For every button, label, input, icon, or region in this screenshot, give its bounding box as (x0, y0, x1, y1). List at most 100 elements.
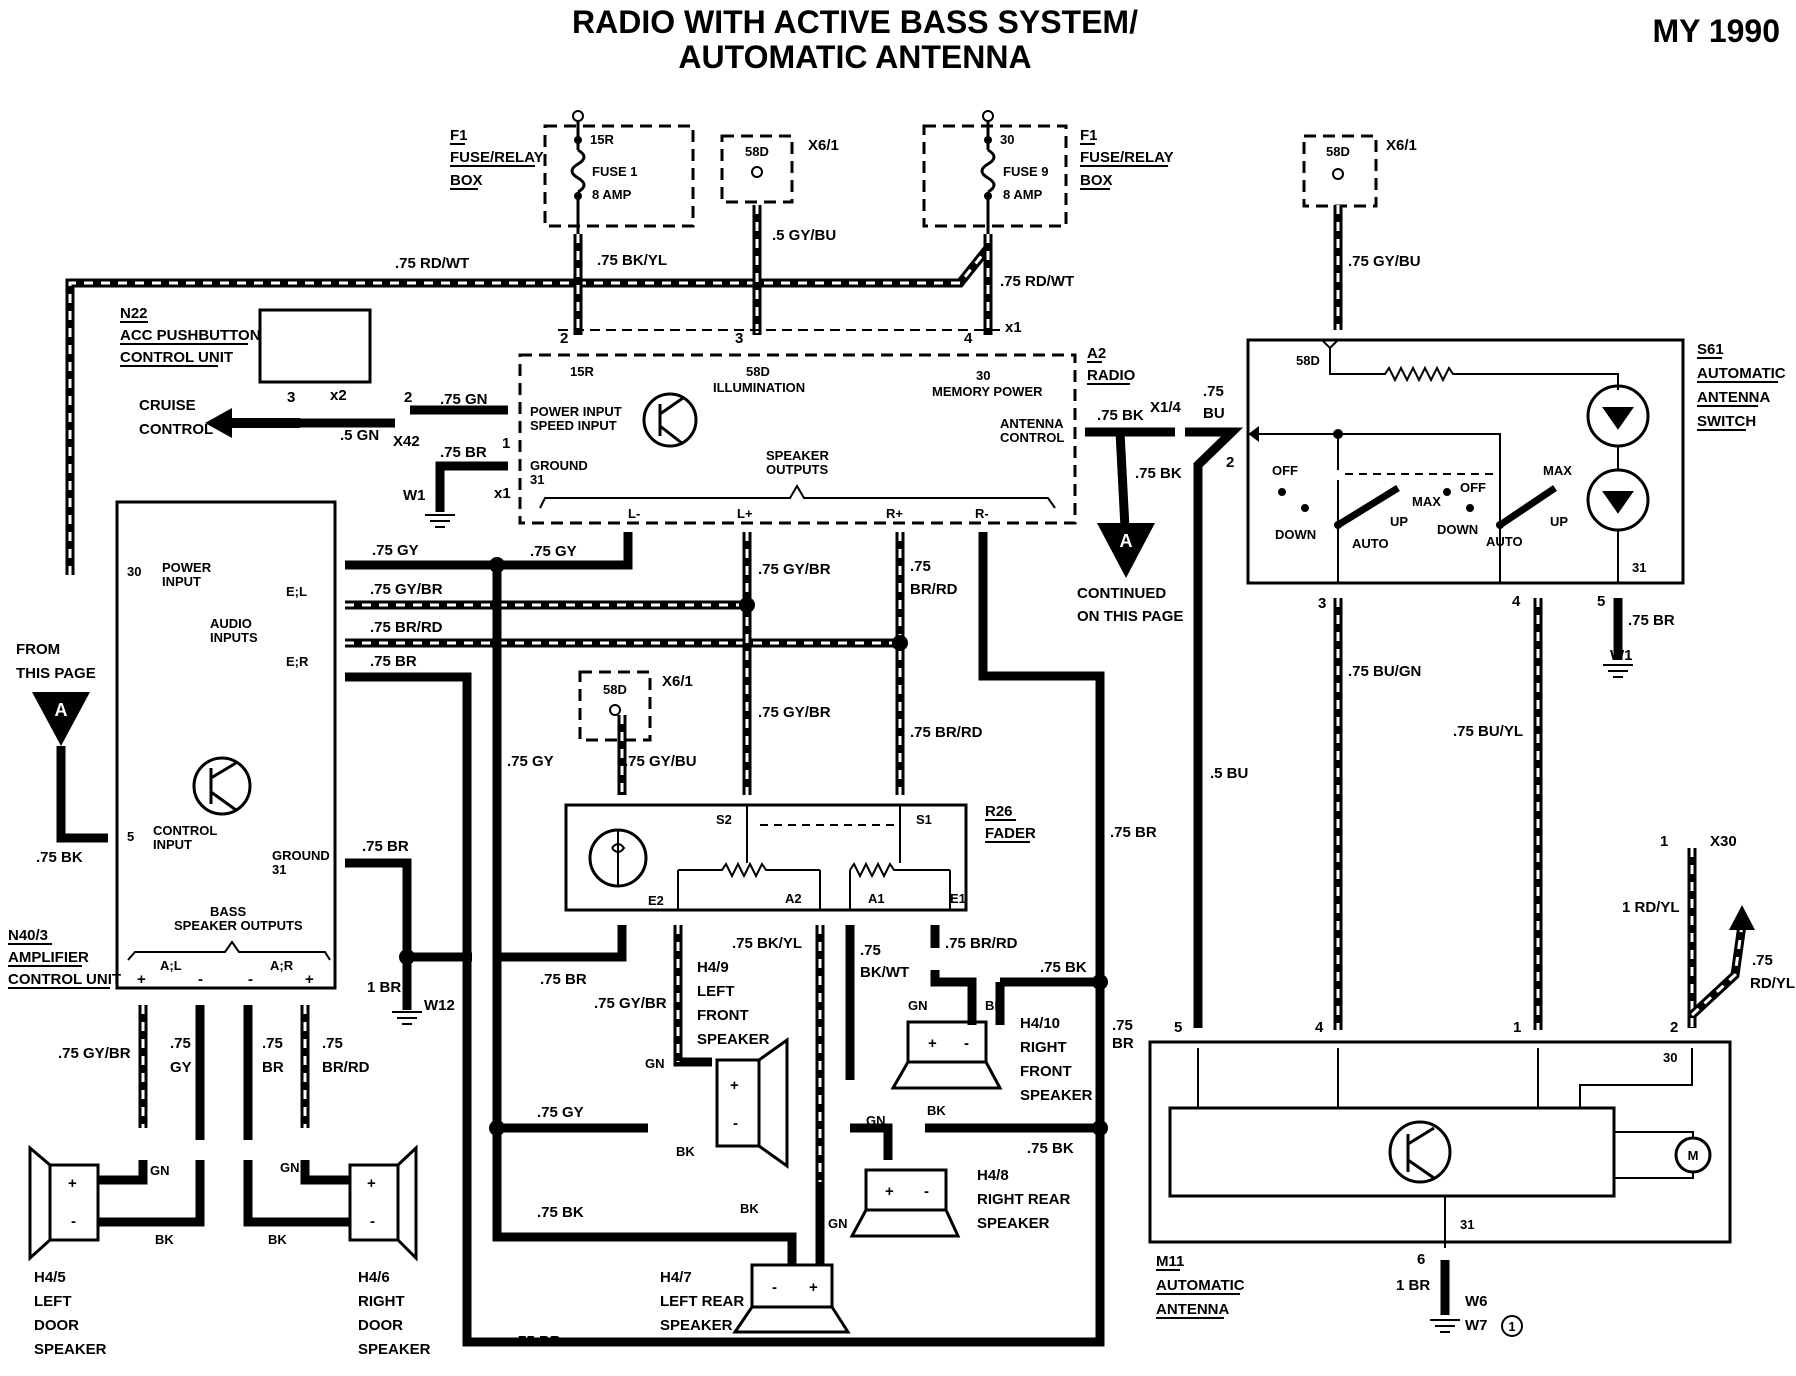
svg-text:ILLUMINATION: ILLUMINATION (713, 380, 805, 395)
svg-text:CONTROL: CONTROL (1000, 430, 1064, 445)
svg-text:BR: BR (262, 1059, 284, 1076)
svg-text:W7: W7 (1465, 1317, 1488, 1334)
svg-text:.5 GY/BU: .5 GY/BU (772, 227, 836, 244)
svg-text:FUSE 1: FUSE 1 (592, 164, 638, 179)
svg-text:.75 BR: .75 BR (370, 653, 417, 670)
svg-text:SPEAKER: SPEAKER (697, 1031, 770, 1048)
svg-text:2: 2 (1670, 1019, 1678, 1036)
svg-text:DOOR: DOOR (358, 1317, 403, 1334)
svg-text:3: 3 (735, 330, 743, 347)
svg-text:H4/5: H4/5 (34, 1269, 66, 1286)
svg-text:ACC PUSHBUTTON: ACC PUSHBUTTON (120, 327, 261, 344)
ground-w1-switch (1603, 664, 1633, 678)
svg-text:AUTO: AUTO (1352, 536, 1389, 551)
radio-id: A2 (1087, 345, 1106, 362)
x6-radio-connector: 58D X6/1 (720, 134, 839, 204)
svg-text:X6/1: X6/1 (1386, 137, 1417, 154)
svg-text:.5 BU: .5 BU (1210, 765, 1248, 782)
svg-text:POWER INPUT: POWER INPUT (530, 404, 622, 419)
svg-text:.75 BR/RD: .75 BR/RD (910, 724, 983, 741)
svg-text:H4/7: H4/7 (660, 1269, 692, 1286)
svg-text:+: + (305, 971, 314, 988)
svg-text:.75 BR: .75 BR (514, 1333, 561, 1350)
svg-text:BASS: BASS (210, 904, 246, 919)
radio-name: RADIO (1087, 367, 1136, 384)
svg-text:.75: .75 (170, 1035, 191, 1052)
svg-text:.75: .75 (322, 1035, 343, 1052)
svg-text:H4/8: H4/8 (977, 1167, 1009, 1184)
title-line2: AUTOMATIC ANTENNA (678, 39, 1031, 75)
svg-text:GROUND: GROUND (272, 848, 330, 863)
svg-text:INPUT: INPUT (162, 574, 201, 589)
svg-text:31: 31 (272, 862, 286, 877)
svg-text:FUSE/RELAY: FUSE/RELAY (450, 149, 544, 166)
svg-text:BOX: BOX (1080, 172, 1113, 189)
svg-text:1: 1 (1513, 1019, 1521, 1036)
svg-text:CONTINUED: CONTINUED (1077, 585, 1166, 602)
amp-door-wires (138, 1005, 310, 1140)
svg-text:.75 RD/WT: .75 RD/WT (395, 255, 469, 272)
svg-text:.75 BK: .75 BK (1040, 959, 1087, 976)
svg-text:58D: 58D (1296, 353, 1320, 368)
svg-text:2: 2 (1226, 454, 1234, 471)
svg-text:1: 1 (1660, 833, 1668, 850)
ground-w12 (392, 1011, 422, 1025)
svg-text:+: + (367, 1175, 376, 1192)
svg-text:+: + (730, 1077, 739, 1094)
svg-text:MEMORY POWER: MEMORY POWER (932, 384, 1043, 399)
continued-a-marker (1097, 523, 1155, 578)
svg-text:BK: BK (676, 1144, 695, 1159)
speaker-h4-8: + - GN BK (849, 1103, 961, 1238)
svg-text:30: 30 (976, 368, 990, 383)
svg-text:GROUND: GROUND (530, 458, 588, 473)
svg-text:E;L: E;L (286, 584, 307, 599)
svg-text:4: 4 (1512, 593, 1521, 610)
svg-text:5: 5 (1174, 1019, 1182, 1036)
svg-text:BK/WT: BK/WT (860, 964, 909, 981)
speaker-h4-7: - + BK GN (732, 1201, 851, 1334)
svg-text:.75 BR: .75 BR (540, 971, 587, 988)
svg-text:.75: .75 (860, 942, 881, 959)
motor-symbol: M (1688, 1148, 1699, 1163)
svg-text:M11: M11 (1156, 1253, 1184, 1270)
svg-text:31: 31 (1460, 1217, 1474, 1232)
svg-text:GN: GN (908, 998, 928, 1013)
svg-text:.75 GY: .75 GY (507, 753, 554, 770)
svg-text:MAX: MAX (1412, 494, 1441, 509)
svg-text:A;R: A;R (270, 958, 294, 973)
svg-text:.75 BR: .75 BR (362, 838, 409, 855)
svg-text:FROM: FROM (16, 641, 60, 658)
svg-text:L-: L- (628, 506, 640, 521)
model-year: MY 1990 (1653, 13, 1781, 49)
svg-text:.75 BU/GN: .75 BU/GN (1348, 663, 1421, 680)
speaker-h4-5: + - GN BK (28, 1144, 205, 1262)
svg-text:GN: GN (828, 1216, 848, 1231)
svg-text:RD/YL: RD/YL (1750, 975, 1795, 992)
from-a-marker (32, 692, 90, 746)
svg-text:POWER: POWER (162, 560, 212, 575)
footnote-marker: 1 (1508, 1319, 1515, 1334)
svg-text:15R: 15R (590, 132, 614, 147)
svg-text:.75: .75 (1112, 1017, 1133, 1034)
svg-text:W12: W12 (424, 997, 455, 1014)
x6-fader-connector: 58D X6/1 (578, 670, 693, 742)
svg-text:.75 GY: .75 GY (530, 543, 577, 560)
svg-text:58D: 58D (603, 682, 627, 697)
svg-text:.75 BR: .75 BR (1110, 824, 1157, 841)
svg-text:DOOR: DOOR (34, 1317, 79, 1334)
svg-text:SPEAKER: SPEAKER (766, 448, 829, 463)
svg-text:31: 31 (1632, 560, 1646, 575)
svg-text:-: - (370, 1213, 375, 1230)
svg-text:3: 3 (1318, 595, 1326, 612)
svg-text:ANTENNA: ANTENNA (1000, 416, 1064, 431)
svg-text:.75: .75 (910, 558, 931, 575)
svg-text:.75 GY: .75 GY (537, 1104, 584, 1121)
svg-text:AUDIO: AUDIO (210, 616, 252, 631)
svg-text:BU: BU (1203, 405, 1225, 422)
svg-text:.75 BR/RD: .75 BR/RD (370, 619, 443, 636)
svg-text:MAX: MAX (1543, 463, 1572, 478)
svg-text:A2: A2 (785, 891, 802, 906)
svg-text:R+: R+ (886, 506, 903, 521)
ground-w6 (1430, 1319, 1460, 1333)
